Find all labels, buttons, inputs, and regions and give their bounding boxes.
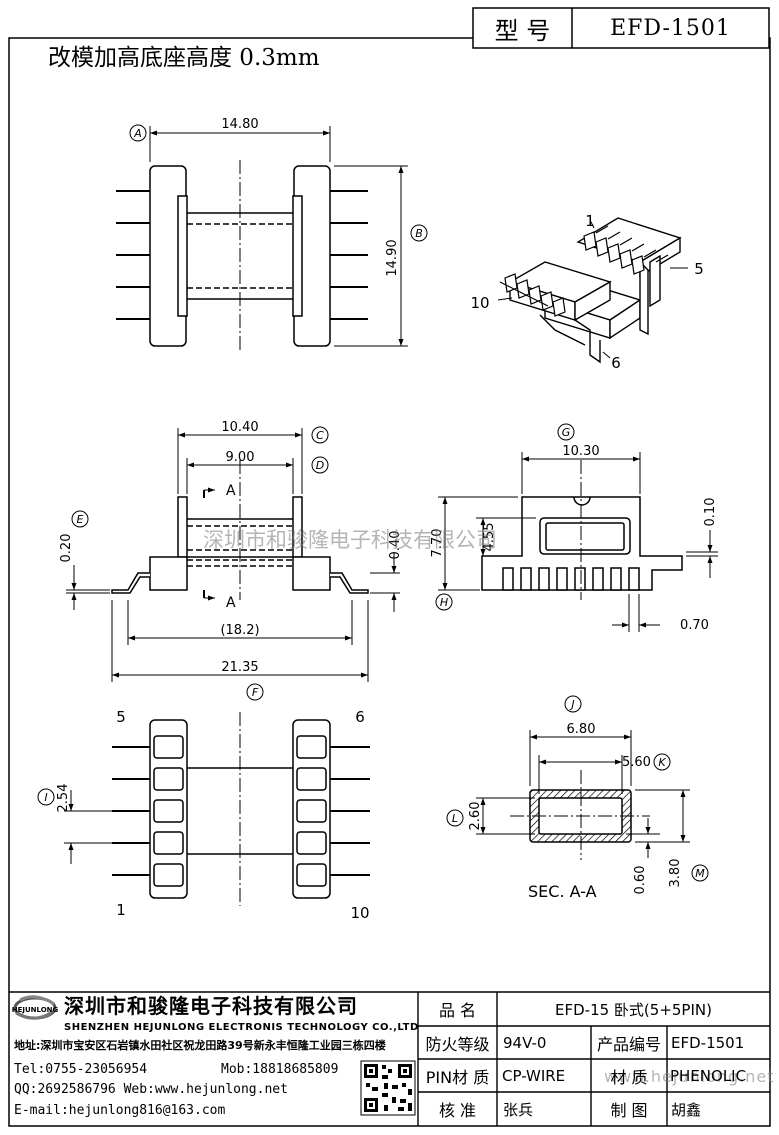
dim-sec-m: 3.80 — [668, 859, 683, 888]
section-view — [446, 695, 709, 882]
bottom-pin1: 1 — [116, 901, 126, 919]
spec-mat-value: PHENOLIC — [670, 1066, 747, 1085]
spec-draw-value: 胡鑫 — [671, 1100, 702, 1119]
dim-front-f: 21.35 — [221, 660, 258, 675]
dim-top-width: 14.80 — [221, 117, 258, 132]
ref-b-label: B — [415, 227, 423, 240]
ref-d-label: D — [316, 459, 324, 472]
spec-mat-label: 材 质 — [610, 1067, 648, 1087]
qr-code — [360, 1060, 416, 1116]
spec-code-label: 产品编号 — [596, 1034, 661, 1054]
spec-pin-value: CP-WIRE — [502, 1066, 566, 1085]
title-block-lines — [9, 991, 770, 1126]
section-mark-bottom: A — [226, 595, 236, 611]
iso-pin6: 6 — [611, 354, 621, 372]
dim-side-h: 7.70 — [430, 529, 445, 558]
iso-pin5: 5 — [694, 260, 704, 278]
bottom-pin5: 5 — [116, 708, 126, 726]
ref-l-label: L — [452, 812, 458, 825]
company-name-en: SHENZHEN HEJUNLONG ELECTRONIS TECHNOLOGY… — [64, 1022, 419, 1033]
spec-check-label: 核 准 — [438, 1101, 477, 1120]
ref-h-label: H — [440, 596, 448, 609]
spec-name-label: 品 名 — [438, 1001, 477, 1020]
ref-c-label: C — [316, 429, 324, 442]
spec-draw-label: 制 图 — [610, 1101, 648, 1120]
watermark-url: www.hejunlong.net — [604, 1067, 775, 1086]
spec-fire-value: 94V-0 — [503, 1033, 547, 1052]
ref-f-label: F — [252, 686, 259, 699]
dim-sec-k: 5.60 — [622, 755, 651, 770]
bottom-pin10: 10 — [350, 904, 369, 922]
dim-side-g: 10.30 — [562, 444, 599, 459]
side-view — [435, 423, 718, 632]
front-view — [66, 426, 400, 701]
model-label: 型 号 — [494, 16, 551, 45]
ref-i-label: I — [44, 791, 47, 804]
company-logo — [13, 995, 57, 1020]
ref-j-label: J — [569, 698, 574, 711]
dim-sec-l: 2.60 — [468, 802, 483, 831]
company-address: 地址:深圳市宝安区石岩镇水田社区祝龙田路39号新永丰恒隆工业园三栋四楼 — [14, 1039, 386, 1052]
company-email: E-mail:hejunlong816@163.com — [14, 1103, 226, 1118]
dim-sec-j: 6.80 — [567, 722, 596, 737]
spec-check-value: 张兵 — [503, 1100, 534, 1119]
spec-fire-label: 防火等级 — [425, 1034, 490, 1054]
section-title: SEC. A-A — [528, 882, 597, 901]
iso-pin10: 10 — [470, 294, 489, 312]
dim-front-e: 0.20 — [59, 534, 74, 563]
model-value: EFD-1501 — [610, 15, 731, 41]
bottom-pin6: 6 — [355, 708, 365, 726]
iso-view — [497, 217, 688, 364]
spec-pin-label: PIN材 质 — [425, 1067, 490, 1087]
bottom-view — [37, 712, 370, 906]
dim-top-height: 14.90 — [385, 239, 400, 276]
iso-pin1: 1 — [585, 212, 595, 230]
dim-sec-060: 0.60 — [633, 866, 648, 895]
model-box — [472, 7, 770, 49]
dim-front-040: 0.40 — [388, 531, 403, 560]
company-qq-web: QQ:2692586796 Web:www.hejunlong.net — [14, 1082, 288, 1097]
dim-side-010: 0.10 — [703, 498, 718, 527]
dim-side-inner: 4.55 — [482, 523, 497, 552]
sheet-border — [8, 37, 771, 1127]
dim-side-070: 0.70 — [680, 618, 709, 633]
watermark-center: 深圳市和骏隆电子科技有限公司 — [203, 528, 497, 552]
dim-front-d: 9.00 — [226, 450, 255, 465]
section-mark-top: A — [226, 483, 236, 499]
dim-bottom-i: 2.54 — [56, 784, 71, 813]
spec-name-value: EFD-15 卧式(5+5PIN) — [555, 1000, 712, 1019]
ref-e-label: E — [77, 513, 84, 526]
drawing-note: 改模加高底座高度 0.3mm — [48, 45, 320, 71]
ref-a-label: A — [133, 127, 142, 140]
top-view — [116, 124, 428, 352]
dim-front-c: 10.40 — [221, 420, 258, 435]
company-name-cn: 深圳市和骏隆电子科技有限公司 — [64, 994, 358, 1018]
ref-g-label: G — [562, 426, 571, 439]
company-tel: Tel:0755-23056954 — [14, 1062, 148, 1077]
spec-code-value: EFD-1501 — [671, 1033, 745, 1052]
ref-m-label: M — [695, 867, 705, 880]
ref-k-label: K — [658, 756, 666, 769]
company-mob: Mob:18818685809 — [221, 1062, 339, 1077]
dim-front-182: (18.2) — [220, 623, 259, 638]
logo-text: HEJUNLONG — [12, 1006, 59, 1014]
